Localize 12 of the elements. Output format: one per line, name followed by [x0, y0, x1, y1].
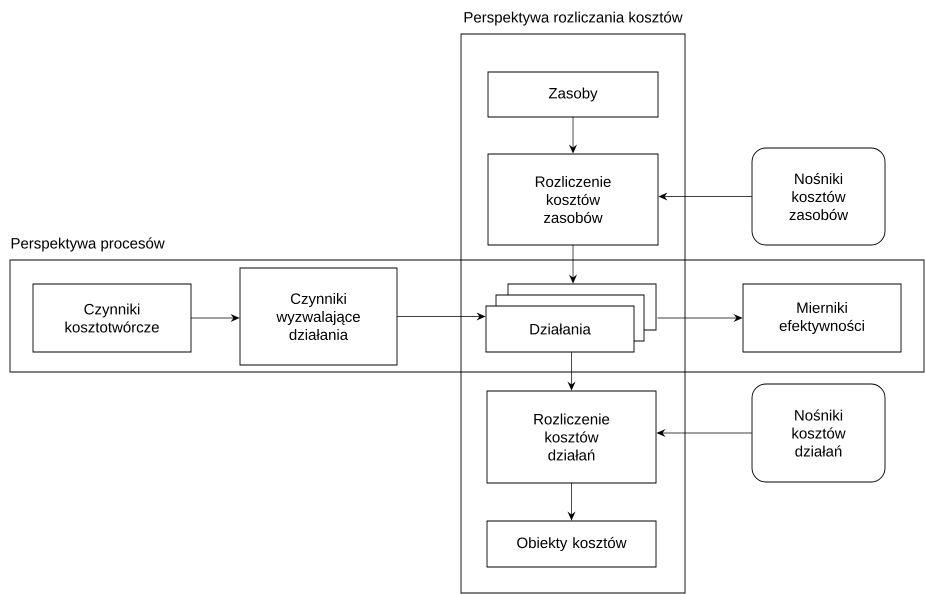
process-box: Zasoby — [488, 72, 658, 118]
rounded-box: Nośniki kosztów działań — [752, 384, 886, 482]
band-title: Perspektywa rozliczania kosztów — [464, 11, 683, 26]
band-title: Perspektywa procesów — [12, 237, 165, 252]
stacked-boxes: Działania — [486, 284, 656, 352]
process-box: Rozliczenie kosztów zasobów — [488, 154, 658, 246]
process-box: Czynniki kosztotwórcze — [32, 284, 192, 352]
process-box: Obiekty kosztów — [486, 520, 656, 568]
rounded-box: Nośniki kosztów zasobów — [752, 148, 886, 246]
process-box: Mierniki efektywności — [742, 284, 902, 352]
process-box: Rozliczenie kosztów działań — [486, 390, 656, 484]
process-box: Czynniki wyzwalające działania — [240, 268, 398, 366]
